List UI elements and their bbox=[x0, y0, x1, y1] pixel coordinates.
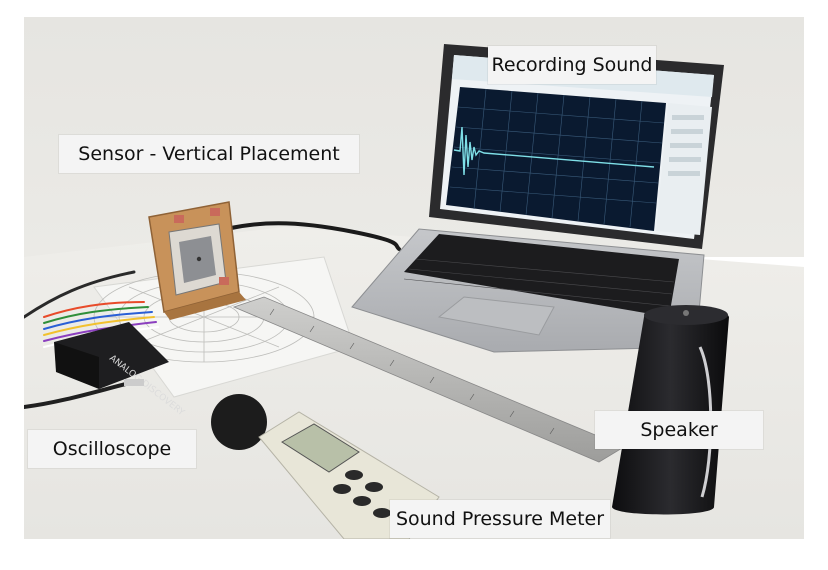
label-speaker: Speaker bbox=[595, 411, 763, 449]
laptop bbox=[351, 44, 724, 353]
label-oscilloscope: Oscilloscope bbox=[28, 430, 196, 468]
sensor-stand bbox=[148, 201, 246, 320]
label-sound-pressure-meter: Sound Pressure Meter bbox=[390, 500, 610, 538]
label-recording-sound: Recording Sound bbox=[488, 46, 656, 84]
photo-scene: ANALOG DISCOVERY bbox=[24, 17, 804, 539]
signal-trace bbox=[453, 126, 655, 176]
speaker-device bbox=[612, 305, 729, 515]
label-sensor-vertical-placement: Sensor - Vertical Placement bbox=[59, 135, 359, 173]
